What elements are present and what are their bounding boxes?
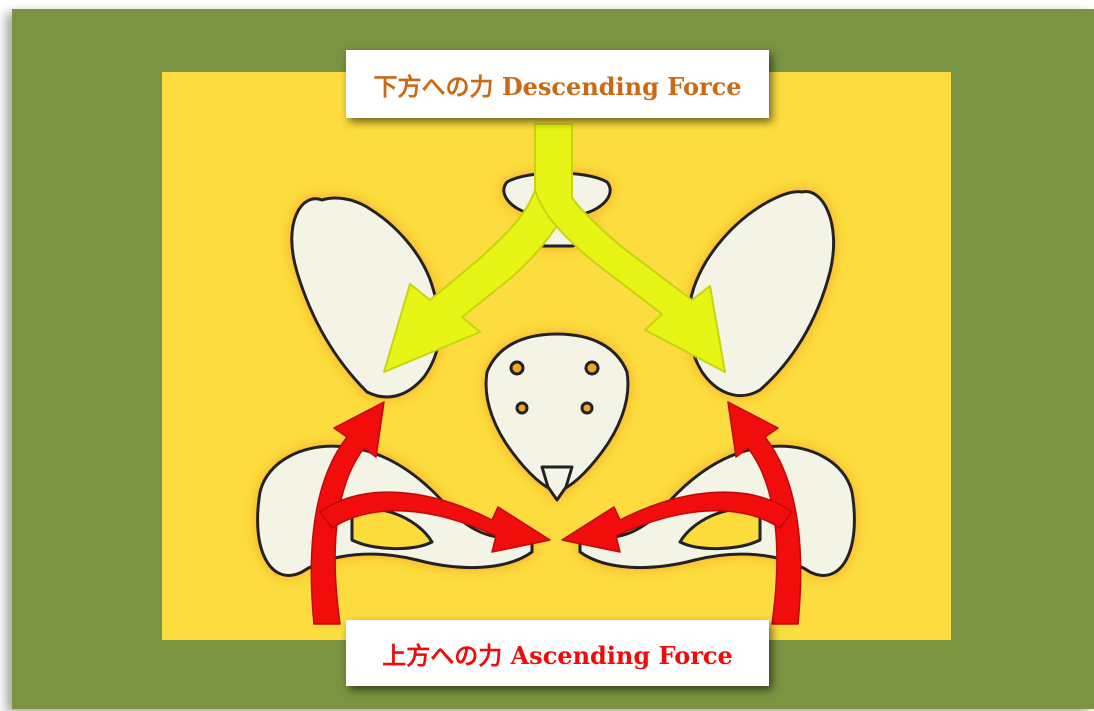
descending-force-label: 下方への力 Descending Force [346, 50, 769, 118]
descending-force-text: 下方への力 Descending Force [373, 67, 741, 102]
pelvis-force-diagram [162, 72, 951, 640]
ascending-force-label: 上方への力 Ascending Force [346, 620, 769, 686]
ascending-force-text: 上方への力 Ascending Force [382, 636, 733, 671]
